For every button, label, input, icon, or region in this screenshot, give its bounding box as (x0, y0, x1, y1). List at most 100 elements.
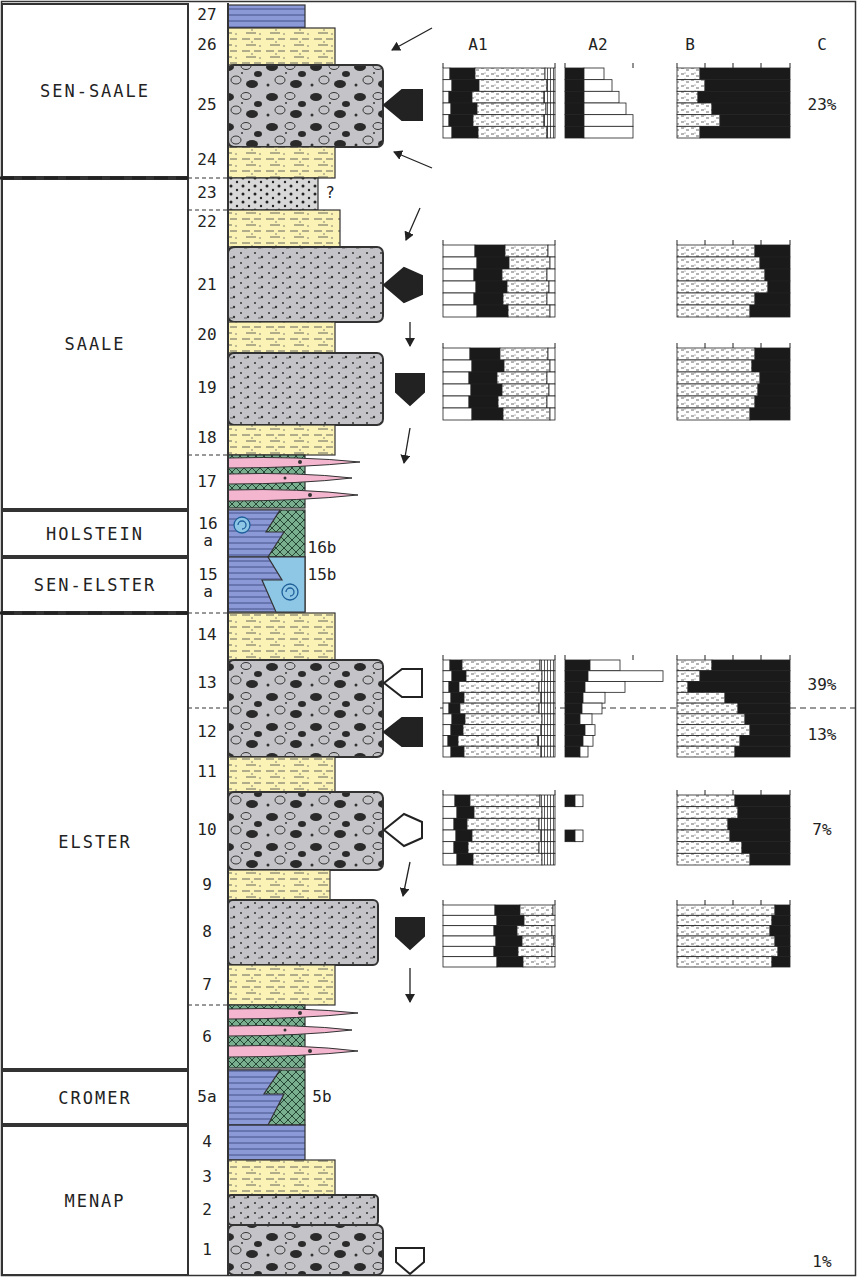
bar-segment (502, 384, 549, 396)
bar-segment (677, 905, 775, 915)
bar-segment (495, 905, 520, 915)
scale-tick (677, 63, 678, 68)
bar-segment (443, 682, 449, 693)
bar-segment (549, 384, 555, 396)
bar-segment (677, 281, 768, 293)
bar-segment (677, 293, 755, 305)
bar-segment (451, 725, 463, 736)
bar-segment (677, 80, 705, 92)
bar-segment (677, 103, 712, 115)
bar-segment (454, 842, 468, 854)
bar-segment (775, 936, 790, 946)
bar-segment (450, 68, 475, 80)
bar-segment (477, 103, 546, 115)
bar-segment (677, 795, 735, 807)
scale-tick (761, 655, 762, 660)
bar-segment (544, 115, 555, 127)
bar-segment (575, 830, 583, 842)
scale-tick (443, 790, 444, 795)
bar-segment (547, 80, 555, 92)
bar-segment (590, 660, 620, 671)
bar-segment (700, 68, 790, 80)
bar-segment (520, 905, 553, 915)
bar-segment (443, 926, 494, 936)
bar-segment (475, 245, 505, 257)
bar-segment (472, 360, 504, 372)
bar-segment (750, 408, 790, 420)
bar-segment (677, 692, 725, 703)
bar-segment (547, 396, 555, 408)
bar-segment (677, 735, 740, 746)
scale-tick (733, 655, 734, 660)
bar-segment (735, 795, 790, 807)
bar-segment (449, 91, 472, 103)
stage-name: SEN-ELSTER (34, 575, 156, 595)
bar-segment (497, 957, 523, 967)
bar-segment (775, 905, 790, 915)
layer-number: 18 (197, 430, 216, 447)
bar-segment (677, 842, 742, 854)
bar-segment (565, 103, 584, 115)
bar-segment (443, 257, 477, 269)
bar-segment (522, 936, 554, 946)
bar-segment (540, 660, 555, 671)
bar-segment (760, 372, 790, 384)
bar-segment (552, 926, 555, 936)
bar-segment (463, 725, 541, 736)
bar-segment (542, 671, 555, 682)
bar-segment (550, 305, 555, 317)
bar-segment (443, 905, 495, 915)
bar-segment (542, 714, 555, 725)
bar-segment (554, 936, 555, 946)
bar-segment (443, 126, 452, 138)
bar-segment (518, 946, 552, 956)
bar-segment (538, 735, 555, 746)
bar-segment (565, 692, 583, 703)
bar-segment (507, 281, 549, 293)
bar-segment (443, 68, 450, 80)
bar-segment (459, 682, 539, 693)
bar-segment (474, 269, 502, 281)
bar-segment (544, 91, 555, 103)
layer-number: 11 (197, 764, 216, 781)
layer-number: 15 a (197, 567, 219, 601)
bar-segment (443, 348, 470, 360)
scale-tick (790, 343, 791, 348)
bar-segment (443, 671, 452, 682)
bar-segment (473, 115, 544, 127)
bar-segment (443, 91, 449, 103)
scale-tick (790, 790, 791, 795)
percent-value: 23% (808, 97, 837, 114)
scale-tick (705, 343, 706, 348)
bar-segment (464, 692, 541, 703)
bar-segment (765, 269, 790, 281)
layer-number: 12 (197, 724, 216, 741)
layer-number: 9 (202, 877, 212, 894)
bar-segment (443, 692, 451, 703)
bar-segment (470, 348, 500, 360)
bar-segment (677, 830, 730, 842)
scale-tick (677, 655, 678, 660)
bar-segment (449, 682, 459, 693)
bar-segment (725, 692, 790, 703)
scale-tick (761, 343, 762, 348)
scale-tick (705, 655, 706, 660)
scale-tick (761, 240, 762, 245)
bar-segment (452, 714, 465, 725)
bar-segment (468, 842, 539, 854)
scale-tick (565, 655, 566, 660)
layer-number: 22 (197, 214, 216, 231)
layer-number: 10 (197, 822, 216, 839)
bar-segment (547, 293, 555, 305)
bar-segment (539, 818, 555, 830)
layer-number: 7 (202, 977, 212, 994)
bar-segment (508, 305, 550, 317)
bar-segment (443, 725, 451, 736)
bar-segment (465, 714, 542, 725)
scale-tick (705, 900, 706, 905)
bar-segment (451, 692, 464, 703)
bar-segment (450, 660, 462, 671)
column-header: C (817, 37, 827, 54)
bar-segment (502, 269, 547, 281)
